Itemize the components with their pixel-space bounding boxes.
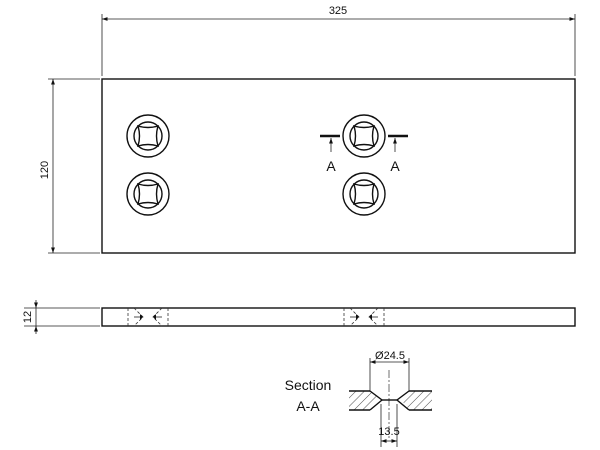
- hidden-hole-right: [343, 307, 385, 327]
- hole-diameter-label: Ø24.5: [375, 350, 405, 362]
- inner-width-label: 13.5: [378, 426, 399, 438]
- section-hatch-left: [349, 391, 378, 410]
- hidden-hole-left: [127, 307, 169, 327]
- plate-side-outline: [101, 307, 576, 327]
- section-marker-left-label: A: [326, 158, 336, 174]
- section-marker-right-label: A: [390, 158, 400, 174]
- section-title-line1: Section: [285, 377, 332, 393]
- length-dimension: 325: [101, 5, 576, 76]
- length-dimension-label: 325: [329, 5, 347, 17]
- hole-bottom-right: [342, 172, 386, 216]
- thickness-dimension: 12: [22, 300, 100, 334]
- hole-top-left: [126, 114, 170, 158]
- section-cut-marker: A A: [320, 134, 408, 174]
- height-dimension-label: 120: [39, 161, 51, 179]
- plate-outline: [101, 78, 576, 254]
- hole-top-right: [342, 114, 386, 158]
- side-view: 12: [22, 300, 576, 334]
- top-view: 325 120: [39, 5, 576, 254]
- hole-bottom-left: [126, 172, 170, 216]
- height-dimension: 120: [39, 78, 100, 254]
- section-hatch-right: [400, 391, 432, 410]
- hole-diameter-dimension: Ø24.5: [369, 350, 410, 391]
- section-view: Section A-A Ø24.5 13.5: [285, 350, 432, 447]
- thickness-dimension-label: 12: [22, 311, 34, 323]
- section-outline: [349, 390, 432, 411]
- section-title-line2: A-A: [296, 398, 320, 414]
- inner-width-dimension: 13.5: [378, 404, 400, 447]
